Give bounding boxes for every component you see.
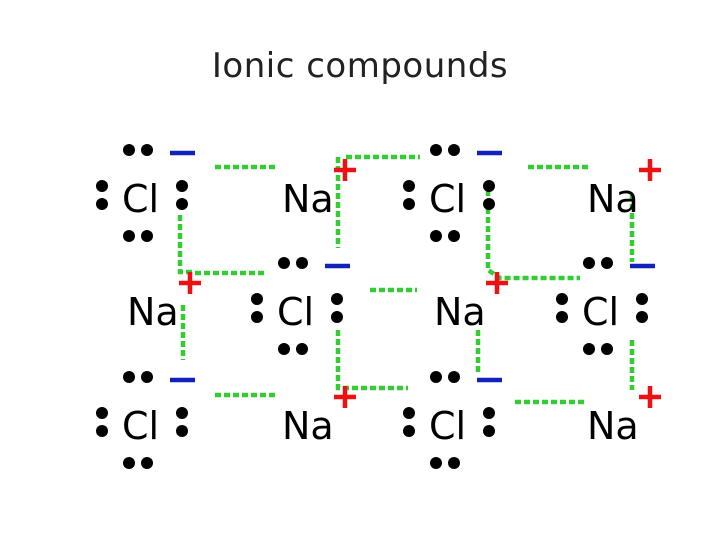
electron-dot [430, 457, 442, 469]
ion-symbol: Cl [277, 290, 314, 334]
electron-dot [448, 457, 460, 469]
ion-symbol: Na [282, 177, 334, 221]
ion-symbol: Na [587, 404, 639, 448]
sodium-ion: Na [127, 272, 201, 334]
chloride-ion: Cl [96, 371, 195, 469]
chloride-ion: Cl [251, 257, 350, 355]
electron-dot [403, 407, 415, 419]
electron-dot [278, 257, 290, 269]
electron-dot [123, 144, 135, 156]
electron-dot [141, 371, 153, 383]
electron-dot [96, 180, 108, 192]
electron-dot [403, 425, 415, 437]
electron-dot [123, 230, 135, 242]
electron-dot [483, 425, 495, 437]
bond-line [335, 330, 408, 391]
ion-symbol: Na [434, 290, 486, 334]
electron-dot [556, 293, 568, 305]
electron-dot [296, 257, 308, 269]
electron-dot [251, 311, 263, 323]
electron-dot [96, 425, 108, 437]
electron-dot [556, 311, 568, 323]
electron-dot [583, 257, 595, 269]
electron-dot [483, 180, 495, 192]
electron-dot [251, 293, 263, 305]
sodium-ion: Na [587, 386, 661, 448]
sodium-ion: Na [282, 386, 356, 448]
chloride-ion: Cl [403, 144, 502, 242]
diagram-title: Ionic compounds [211, 46, 509, 86]
electron-dot [483, 198, 495, 210]
electron-dot [601, 257, 613, 269]
electron-dot [403, 198, 415, 210]
electron-dot [96, 198, 108, 210]
electron-dot [331, 311, 343, 323]
electron-dot [601, 343, 613, 355]
electron-dot [448, 371, 460, 383]
electron-dot [636, 311, 648, 323]
electron-dot [176, 180, 188, 192]
electron-dot [123, 371, 135, 383]
electron-dot [448, 230, 460, 242]
ion-symbol: Cl [429, 404, 466, 448]
bond-line [485, 190, 580, 281]
electron-dot [430, 230, 442, 242]
electron-dot [176, 425, 188, 437]
electron-dot [141, 144, 153, 156]
ion-symbol: Na [127, 290, 179, 334]
electron-dot [141, 457, 153, 469]
electron-dot [583, 343, 595, 355]
ion-symbol: Cl [122, 177, 159, 221]
sodium-ion: Na [282, 159, 356, 221]
electron-dot [141, 230, 153, 242]
electron-dot [123, 457, 135, 469]
ion-symbol: Cl [582, 290, 619, 334]
ion-symbol: Na [282, 404, 334, 448]
electron-dot [483, 407, 495, 419]
chloride-ion: Cl [556, 257, 655, 355]
bond-line [177, 215, 265, 276]
electron-dot [331, 293, 343, 305]
ionic-bond-lines [177, 154, 635, 405]
chloride-ion: Cl [403, 371, 502, 469]
chloride-ion: Cl [96, 144, 195, 242]
electron-dot [430, 371, 442, 383]
sodium-ion: Na [587, 159, 661, 221]
electron-dot [176, 198, 188, 210]
ion-symbol: Cl [429, 177, 466, 221]
ion-symbol: Cl [122, 404, 159, 448]
sodium-ion: Na [434, 272, 508, 334]
electron-dot [96, 407, 108, 419]
electron-dot [403, 180, 415, 192]
electron-dot [278, 343, 290, 355]
electron-dot [636, 293, 648, 305]
electron-dot [448, 144, 460, 156]
ion-symbol: Na [587, 177, 639, 221]
electron-dot [296, 343, 308, 355]
electron-dot [430, 144, 442, 156]
electron-dot [176, 407, 188, 419]
